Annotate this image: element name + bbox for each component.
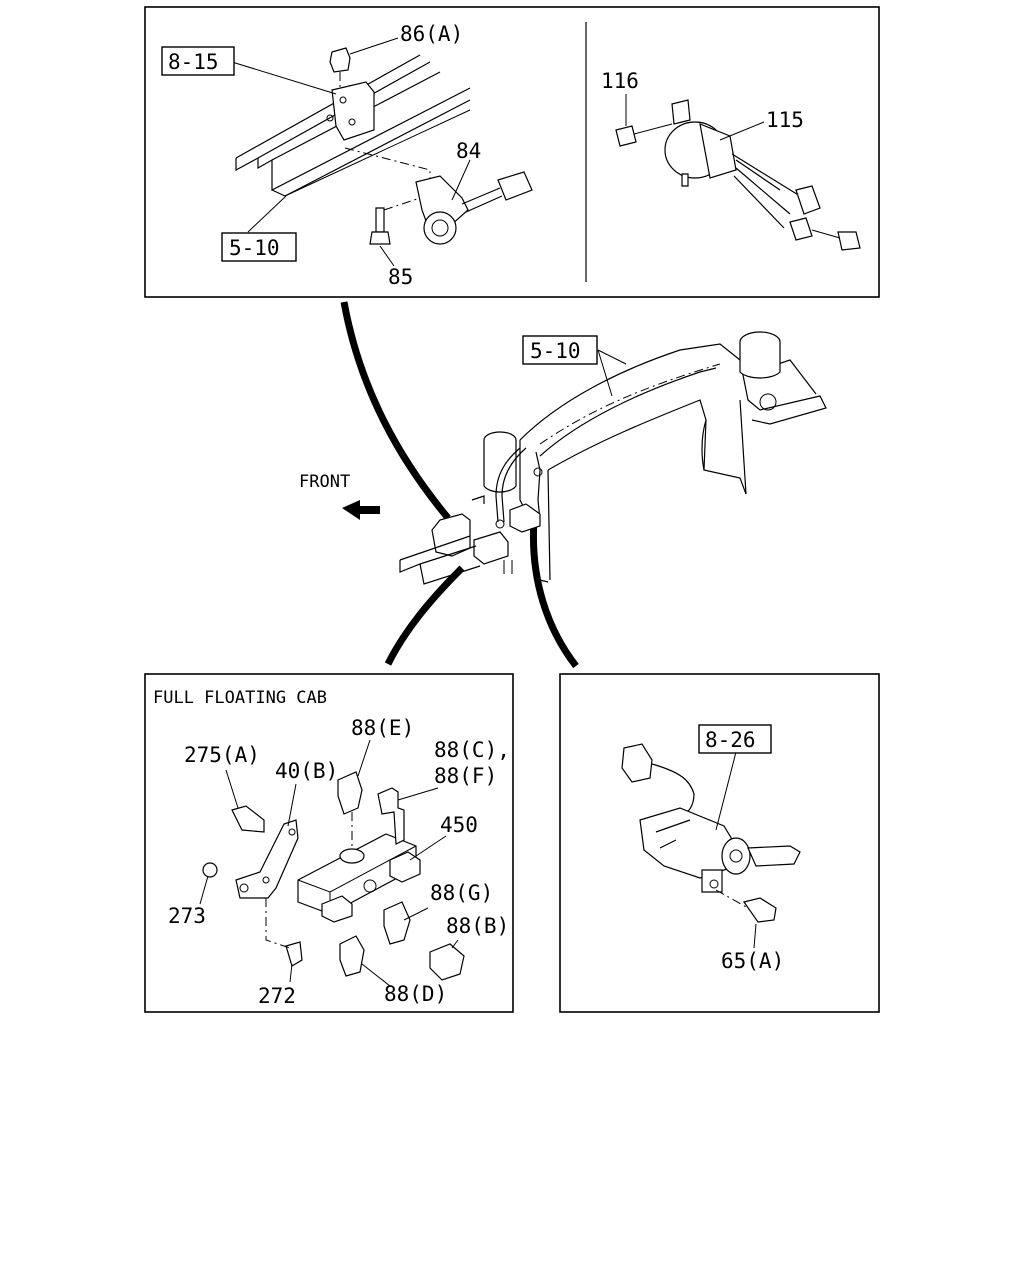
bottom-left-panel: FULL FLOATING CAB — [144, 673, 514, 1013]
ref-box-8-15[interactable]: 8-15 — [161, 46, 235, 76]
valve-block-450 — [297, 833, 421, 923]
callout-115: 115 — [766, 108, 804, 132]
top-leaders — [231, 37, 765, 267]
bolt-272 — [285, 941, 303, 967]
panel-title-full-floating-cab: FULL FLOATING CAB — [153, 688, 327, 708]
valve-84-drawing — [344, 147, 533, 245]
washer-273 — [202, 862, 218, 878]
callout-116: 116 — [601, 69, 639, 93]
callout-86a: 86(A) — [400, 22, 463, 46]
fitting-88b — [429, 943, 465, 981]
bracket-40b — [235, 819, 299, 899]
bolt-85-drawing — [369, 207, 391, 245]
pointer-arc-top — [340, 301, 451, 521]
fittings — [202, 771, 465, 981]
callout-275a: 275(A) — [184, 743, 260, 767]
ref-box-5-10-main[interactable]: 5-10 — [522, 335, 598, 365]
solenoid-115-drawing — [615, 99, 861, 251]
svg-text:8-15: 8-15 — [168, 50, 219, 74]
bottom-left-leaders — [199, 739, 459, 987]
bolt-116 — [615, 125, 637, 147]
valve-8-26-drawing — [621, 743, 801, 923]
top-panel: 8-15 5-10 86(A) 84 85 116 115 — [144, 6, 880, 298]
fitting-88c — [377, 787, 405, 845]
bolt-275a — [231, 805, 265, 833]
callout-84: 84 — [456, 139, 481, 163]
pointer-arc-bottom-right — [529, 519, 579, 669]
nut-86a — [329, 47, 351, 73]
fitting-88g — [383, 901, 411, 945]
front-indicator: FRONT — [299, 472, 380, 520]
callout-40b: 40(B) — [275, 759, 338, 783]
callout-88e: 88(E) — [351, 716, 414, 740]
callout-88g: 88(G) — [430, 881, 493, 905]
pointer-arc-bottom-left — [384, 565, 465, 666]
callout-88c: 88(C), — [434, 738, 510, 762]
ref-box-5-10-top[interactable]: 5-10 — [221, 232, 297, 262]
bolt-65a — [743, 897, 777, 923]
callout-88d: 88(D) — [384, 982, 447, 1006]
svg-text:5-10: 5-10 — [530, 339, 581, 363]
fitting-88e — [337, 771, 363, 815]
callout-65a: 65(A) — [721, 949, 784, 973]
main-view: FRONT 5-10 — [299, 301, 827, 669]
callout-88f: 88(F) — [434, 764, 497, 788]
cab-frame-drawing — [519, 331, 827, 583]
callout-85: 85 — [388, 265, 413, 289]
callout-272: 272 — [258, 984, 296, 1008]
callout-450: 450 — [440, 813, 478, 837]
svg-text:5-10: 5-10 — [229, 236, 280, 260]
front-arrow-icon — [342, 500, 380, 520]
front-label: FRONT — [299, 472, 350, 492]
bottom-right-panel: 8-26 65(A) — [559, 673, 880, 1013]
callout-88b: 88(B) — [446, 914, 509, 938]
svg-text:8-26: 8-26 — [705, 728, 756, 752]
callout-273: 273 — [168, 904, 206, 928]
ref-box-8-26[interactable]: 8-26 — [698, 724, 772, 754]
main-valve-assembly — [399, 431, 543, 585]
fitting-88d — [339, 935, 365, 977]
bracket-8-15-drawing — [326, 47, 375, 141]
